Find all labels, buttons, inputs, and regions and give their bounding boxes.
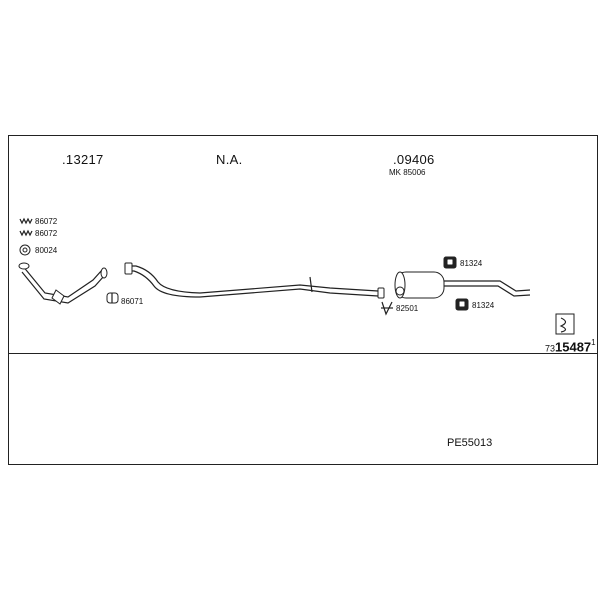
clamp-icon: [19, 217, 33, 237]
catalog-main-number: 15487: [555, 339, 592, 355]
component-table-icon: [555, 313, 575, 335]
catalog-suffix: 1: [591, 338, 596, 347]
hanger-icon-top: [443, 256, 457, 269]
part-label-rubber-mount: 86071: [121, 297, 144, 306]
part-label-gasket: 80024: [35, 246, 58, 255]
rear-silencer: [394, 271, 531, 299]
part-label-clamp-1: 86072: [35, 217, 58, 226]
section-label-front-pipe: .13217: [62, 152, 104, 167]
diagram-divider: [8, 353, 598, 354]
section-label-rear-silencer: .09406: [393, 152, 435, 167]
section-label-middle: N.A.: [216, 152, 243, 167]
part-label-clamp-2: 86072: [35, 229, 58, 238]
section-label-rear-silencer-kit: MK 85006: [389, 168, 426, 177]
middle-pipe: [124, 262, 385, 299]
catalog-prefix: 73: [545, 343, 556, 354]
hanger-icon-bottom: [455, 298, 469, 311]
gasket-icon: [19, 244, 31, 256]
rubber-mount-icon: [106, 292, 119, 304]
front-pipe: [18, 262, 108, 305]
part-label-hanger-bottom: 81324: [472, 301, 495, 310]
diagram-frame: [8, 135, 598, 465]
clamp-joint-icon: [381, 301, 393, 316]
part-label-hanger-top: 81324: [460, 259, 483, 268]
part-label-clamp-joint: 82501: [396, 304, 419, 313]
catalog-number: 73154871: [545, 338, 596, 356]
set-code: PE55013: [447, 437, 493, 449]
